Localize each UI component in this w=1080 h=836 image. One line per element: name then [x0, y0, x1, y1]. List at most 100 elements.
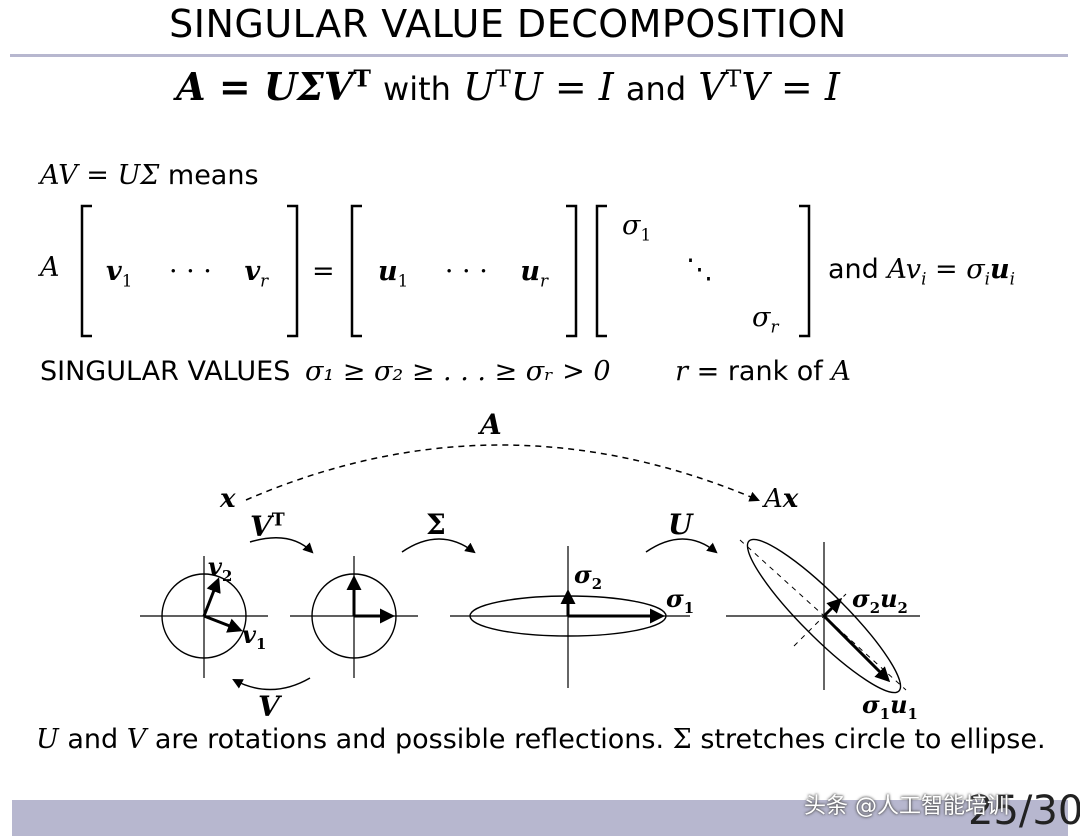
sigma1-entry: σ1 [622, 210, 652, 245]
caption-and: and [67, 724, 119, 755]
ui-subscript: i [1009, 268, 1016, 289]
footer-bar [12, 800, 1068, 836]
ui-vector: u [990, 254, 1010, 285]
label-s2u2-ssub: 2 [869, 598, 881, 617]
title-rule [10, 54, 1068, 57]
u-transpose-mark: T [495, 64, 511, 93]
label-v1-sub: 1 [255, 634, 267, 653]
v2-arrow [202, 577, 221, 617]
caption-v: V [126, 724, 147, 755]
means-line: AV = UΣ means [40, 160, 259, 191]
label-v: V [258, 690, 280, 723]
u-matrix-left-bracket [350, 204, 362, 338]
sigmai-subscript: i [984, 268, 991, 289]
avi-relation: and Avi = σiui [828, 254, 1016, 289]
rank-matrix: A [831, 356, 851, 387]
sigma-matrix-right-bracket [799, 204, 811, 338]
label-ax-x: x [782, 484, 799, 514]
label-s1u1-ssub: 1 [879, 704, 891, 723]
avi-lhs: Av [887, 254, 922, 285]
caption-u: U [36, 724, 59, 755]
stage-rotated-ellipse [726, 538, 920, 694]
u-matrix-right-bracket [566, 204, 578, 338]
sigma1-subscript: 1 [640, 224, 652, 245]
av-equals-usigma: AV = UΣ [40, 160, 160, 191]
and-text: and [625, 70, 687, 108]
stage-stretched-ellipse [450, 546, 690, 688]
caption-sigma: Σ [672, 724, 692, 755]
main-equation: A = UΣVT with UTU = I and VTV = I [0, 64, 1016, 109]
sigmar-subscript: r [770, 316, 779, 337]
label-sigma1: σ1 [666, 584, 694, 615]
u-orthogonal-lhs: U [463, 65, 496, 109]
label-v1-v: v [242, 620, 256, 649]
u-arc [645, 538, 718, 554]
label-v1: v1 [242, 620, 266, 651]
singular-values-line: SINGULAR VALUES σ₁ ≥ σ₂ ≥ . . . ≥ σᵣ > 0… [40, 356, 851, 387]
s1u1-arrow [822, 614, 891, 683]
label-sigma2: σ2 [574, 560, 602, 591]
label-u: U [668, 508, 693, 541]
caption-text2: stretches circle to ellipse. [700, 724, 1046, 755]
label-vt-t: T [271, 510, 285, 531]
label-x: x [220, 484, 236, 514]
avi-rhs: = σ [935, 254, 985, 285]
v-dots: · · · [168, 256, 212, 287]
caption-text1: are rotations and possible reflections. [154, 724, 665, 755]
v1-vector: v [106, 256, 122, 287]
label-v2-v: v [208, 552, 222, 581]
singular-values-inequality: σ₁ ≥ σ₂ ≥ . . . ≥ σᵣ > 0 [304, 356, 611, 387]
u-orthogonal-rhs: U = I [510, 65, 614, 109]
and-text-2: and [828, 254, 879, 285]
vt-arc [249, 537, 314, 554]
u1-subscript: 1 [397, 270, 409, 291]
v1-arrow [203, 614, 243, 633]
v1-subscript: 1 [121, 270, 133, 291]
label-sigma2-s: σ [574, 560, 592, 589]
label-sigma1-u1: σ1u1 [862, 690, 918, 721]
label-sigma2-sub: 2 [591, 574, 603, 593]
stage-original-circle [140, 556, 268, 678]
ur-vector: u [520, 256, 541, 287]
avi-subscript: i [921, 268, 927, 289]
label-s2u2-u: u [880, 584, 898, 613]
svd-formula: A = UΣV [176, 64, 354, 109]
v-transpose-mark: T [725, 64, 742, 93]
label-s1u1-usub: 1 [907, 704, 918, 723]
with-text: with [383, 70, 451, 108]
label-a: A [480, 408, 502, 441]
sigma1-symbol: σ [622, 210, 641, 241]
label-vt: VT [250, 510, 285, 543]
page-number: 25/30 [968, 788, 1080, 834]
equals-sign: = [312, 256, 335, 287]
singular-values-label: SINGULAR VALUES [40, 356, 291, 387]
v-matrix-left-bracket [80, 204, 92, 338]
label-sigma2-u2: σ2u2 [852, 584, 908, 615]
watermark: 头条 @人工智能培训 [804, 794, 1009, 819]
v-matrix-columns: v1 · · · vr [106, 256, 268, 291]
label-sigma1-s: σ [666, 584, 684, 613]
v-matrix-right-bracket [287, 204, 299, 338]
label-v2-sub: 2 [221, 566, 233, 585]
slide-title: SINGULAR VALUE DECOMPOSITION [169, 2, 847, 46]
stage-rotated-circle [290, 556, 418, 678]
u-dots: · · · [444, 256, 488, 287]
u-matrix-columns: u1 · · · ur [378, 256, 549, 291]
v-arc [232, 677, 311, 691]
v-orthogonal-rhs: V = I [741, 65, 840, 109]
ur-subscript: r [540, 270, 549, 291]
label-s2u2-s: σ [852, 584, 870, 613]
label-sigma1-sub: 1 [683, 598, 695, 617]
transpose-mark: T [353, 64, 371, 93]
label-s2u2-usub: 2 [897, 598, 908, 617]
vr-vector: v [244, 256, 261, 287]
sigma-arc [401, 538, 476, 554]
matrix-a: A [40, 252, 60, 283]
label-ax: Ax [764, 484, 798, 514]
diagonal-dots: ⋱ [686, 254, 713, 285]
v-orthogonal-lhs: V [698, 65, 726, 109]
caption: U and V are rotations and possible refle… [36, 724, 1046, 755]
sigmar-entry: σr [752, 302, 779, 337]
rank-variable: r [675, 356, 689, 387]
